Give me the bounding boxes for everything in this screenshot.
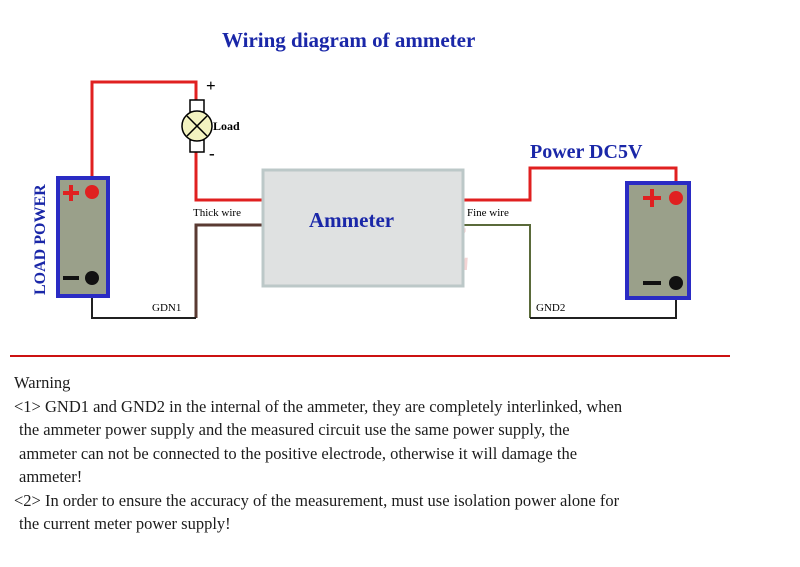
warning-item-1-line-4: ammeter! xyxy=(19,467,83,486)
warning-item-1-line-1: <1> GND1 and GND2 in the internal of the… xyxy=(14,396,623,416)
warning-section: Warning <1> GND1 and GND2 in the interna… xyxy=(14,371,774,536)
load-battery-plus-sign-v xyxy=(69,185,73,201)
load-battery-positive-terminal xyxy=(85,185,99,199)
power-battery xyxy=(625,181,691,300)
load-lamp-icon xyxy=(181,99,213,153)
power-battery-negative-terminal xyxy=(669,276,683,290)
power-dc-label: Power DC5V xyxy=(530,141,643,163)
fine-wire xyxy=(463,224,531,318)
warning-heading: Warning xyxy=(14,373,71,392)
load-battery-negative-terminal xyxy=(85,271,99,285)
fine-wire-label: Fine wire xyxy=(467,207,509,219)
load-battery-minus-sign xyxy=(63,276,79,280)
gnd1-label: GDN1 xyxy=(152,302,182,314)
warning-item-1-line-3: ammeter can not be connected to the posi… xyxy=(19,443,578,463)
load-positive-wire xyxy=(90,80,198,190)
load-label: Load xyxy=(213,119,240,133)
warning-item-2-line-1: <2> In order to ensure the accuracy of t… xyxy=(14,490,620,510)
thick-wire xyxy=(194,223,263,318)
power-battery-positive-terminal xyxy=(669,191,683,205)
gnd2-label: GND2 xyxy=(536,302,566,314)
diagram-title: Wiring diagram of ammeter xyxy=(222,28,476,52)
ammeter-box xyxy=(261,168,465,288)
load-minus-label: - xyxy=(209,144,215,163)
ammeter-label: Ammeter xyxy=(309,208,395,232)
power-battery-minus-sign xyxy=(643,281,661,285)
load-power-label: LOAD POWER xyxy=(32,184,49,295)
power-battery-plus-sign-v xyxy=(650,189,654,207)
load-to-ammeter-wire xyxy=(194,152,263,202)
thick-wire-label: Thick wire xyxy=(193,207,241,219)
warning-item-1-line-2: the ammeter power supply and the measure… xyxy=(19,420,570,439)
warning-item-2-line-2: the current meter power supply! xyxy=(19,514,231,533)
power-positive-wire xyxy=(463,166,678,202)
load-power-battery xyxy=(56,176,110,298)
load-plus-label: + xyxy=(206,76,216,95)
